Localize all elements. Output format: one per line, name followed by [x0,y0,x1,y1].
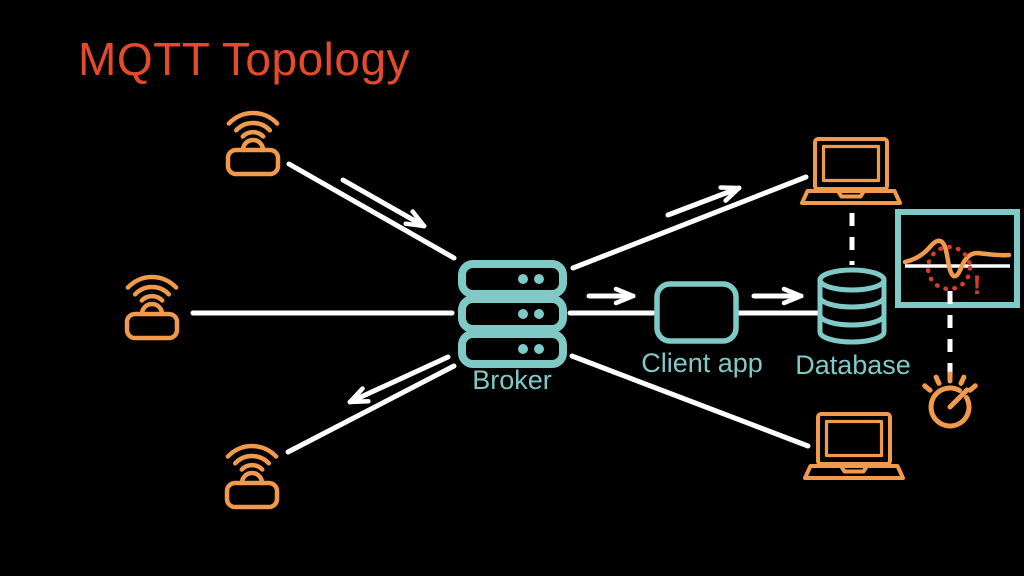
page-title: MQTT Topology [78,33,411,85]
connection-lines [190,161,821,455]
wireless-sensor-icon-top-left [228,113,278,174]
anomaly-dotted-circle [925,244,973,292]
link-broker-sensor3 [285,363,457,455]
laptop-icon-top-right [800,137,902,205]
stopwatch-gauge-icon [922,371,978,429]
arrow-broker-to-sensor3 [347,354,451,405]
link-broker-laptop1 [570,174,809,271]
chart-signal-curve [902,238,1012,279]
client-app-label: Client app [641,348,763,378]
server-stack-icon [458,260,567,368]
server-indicator-dots [518,274,544,354]
link-broker-laptop2 [569,353,811,449]
database-label: Database [795,350,911,380]
broker-label: Broker [472,365,552,395]
arrow-broker-to-laptop1 [665,185,742,218]
line-chart-anomaly-icon: ! [895,209,1020,308]
database-cylinder-icon [817,267,887,345]
alert-exclamation-mark: ! [973,270,982,300]
arrow-sensor1-to-broker [340,177,427,229]
laptop-icon-bottom-right [803,412,905,480]
client-app-icon [654,281,739,344]
link-sensor1-broker [286,161,457,261]
wireless-sensor-icon-bottom-left [227,446,277,507]
wireless-sensor-icon-middle-left [127,277,177,338]
